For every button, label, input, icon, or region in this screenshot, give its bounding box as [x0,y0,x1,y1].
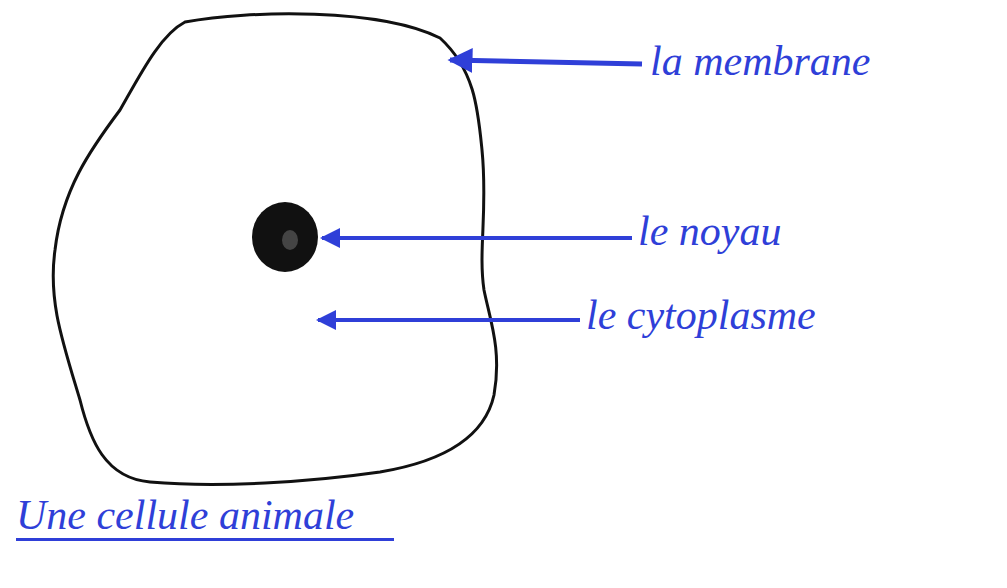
part-label: le cytoplasme [586,292,816,338]
leader-arrow [322,236,632,240]
cell-membrane [53,14,497,485]
leader-arrow [450,60,642,64]
caption: Une cellule animale [16,492,394,541]
nucleus-highlight [282,230,298,250]
leader-arrow [318,318,580,322]
part-label: la membrane [650,38,870,84]
cell-nucleus [252,202,318,272]
part-label: le noyau [638,208,781,254]
